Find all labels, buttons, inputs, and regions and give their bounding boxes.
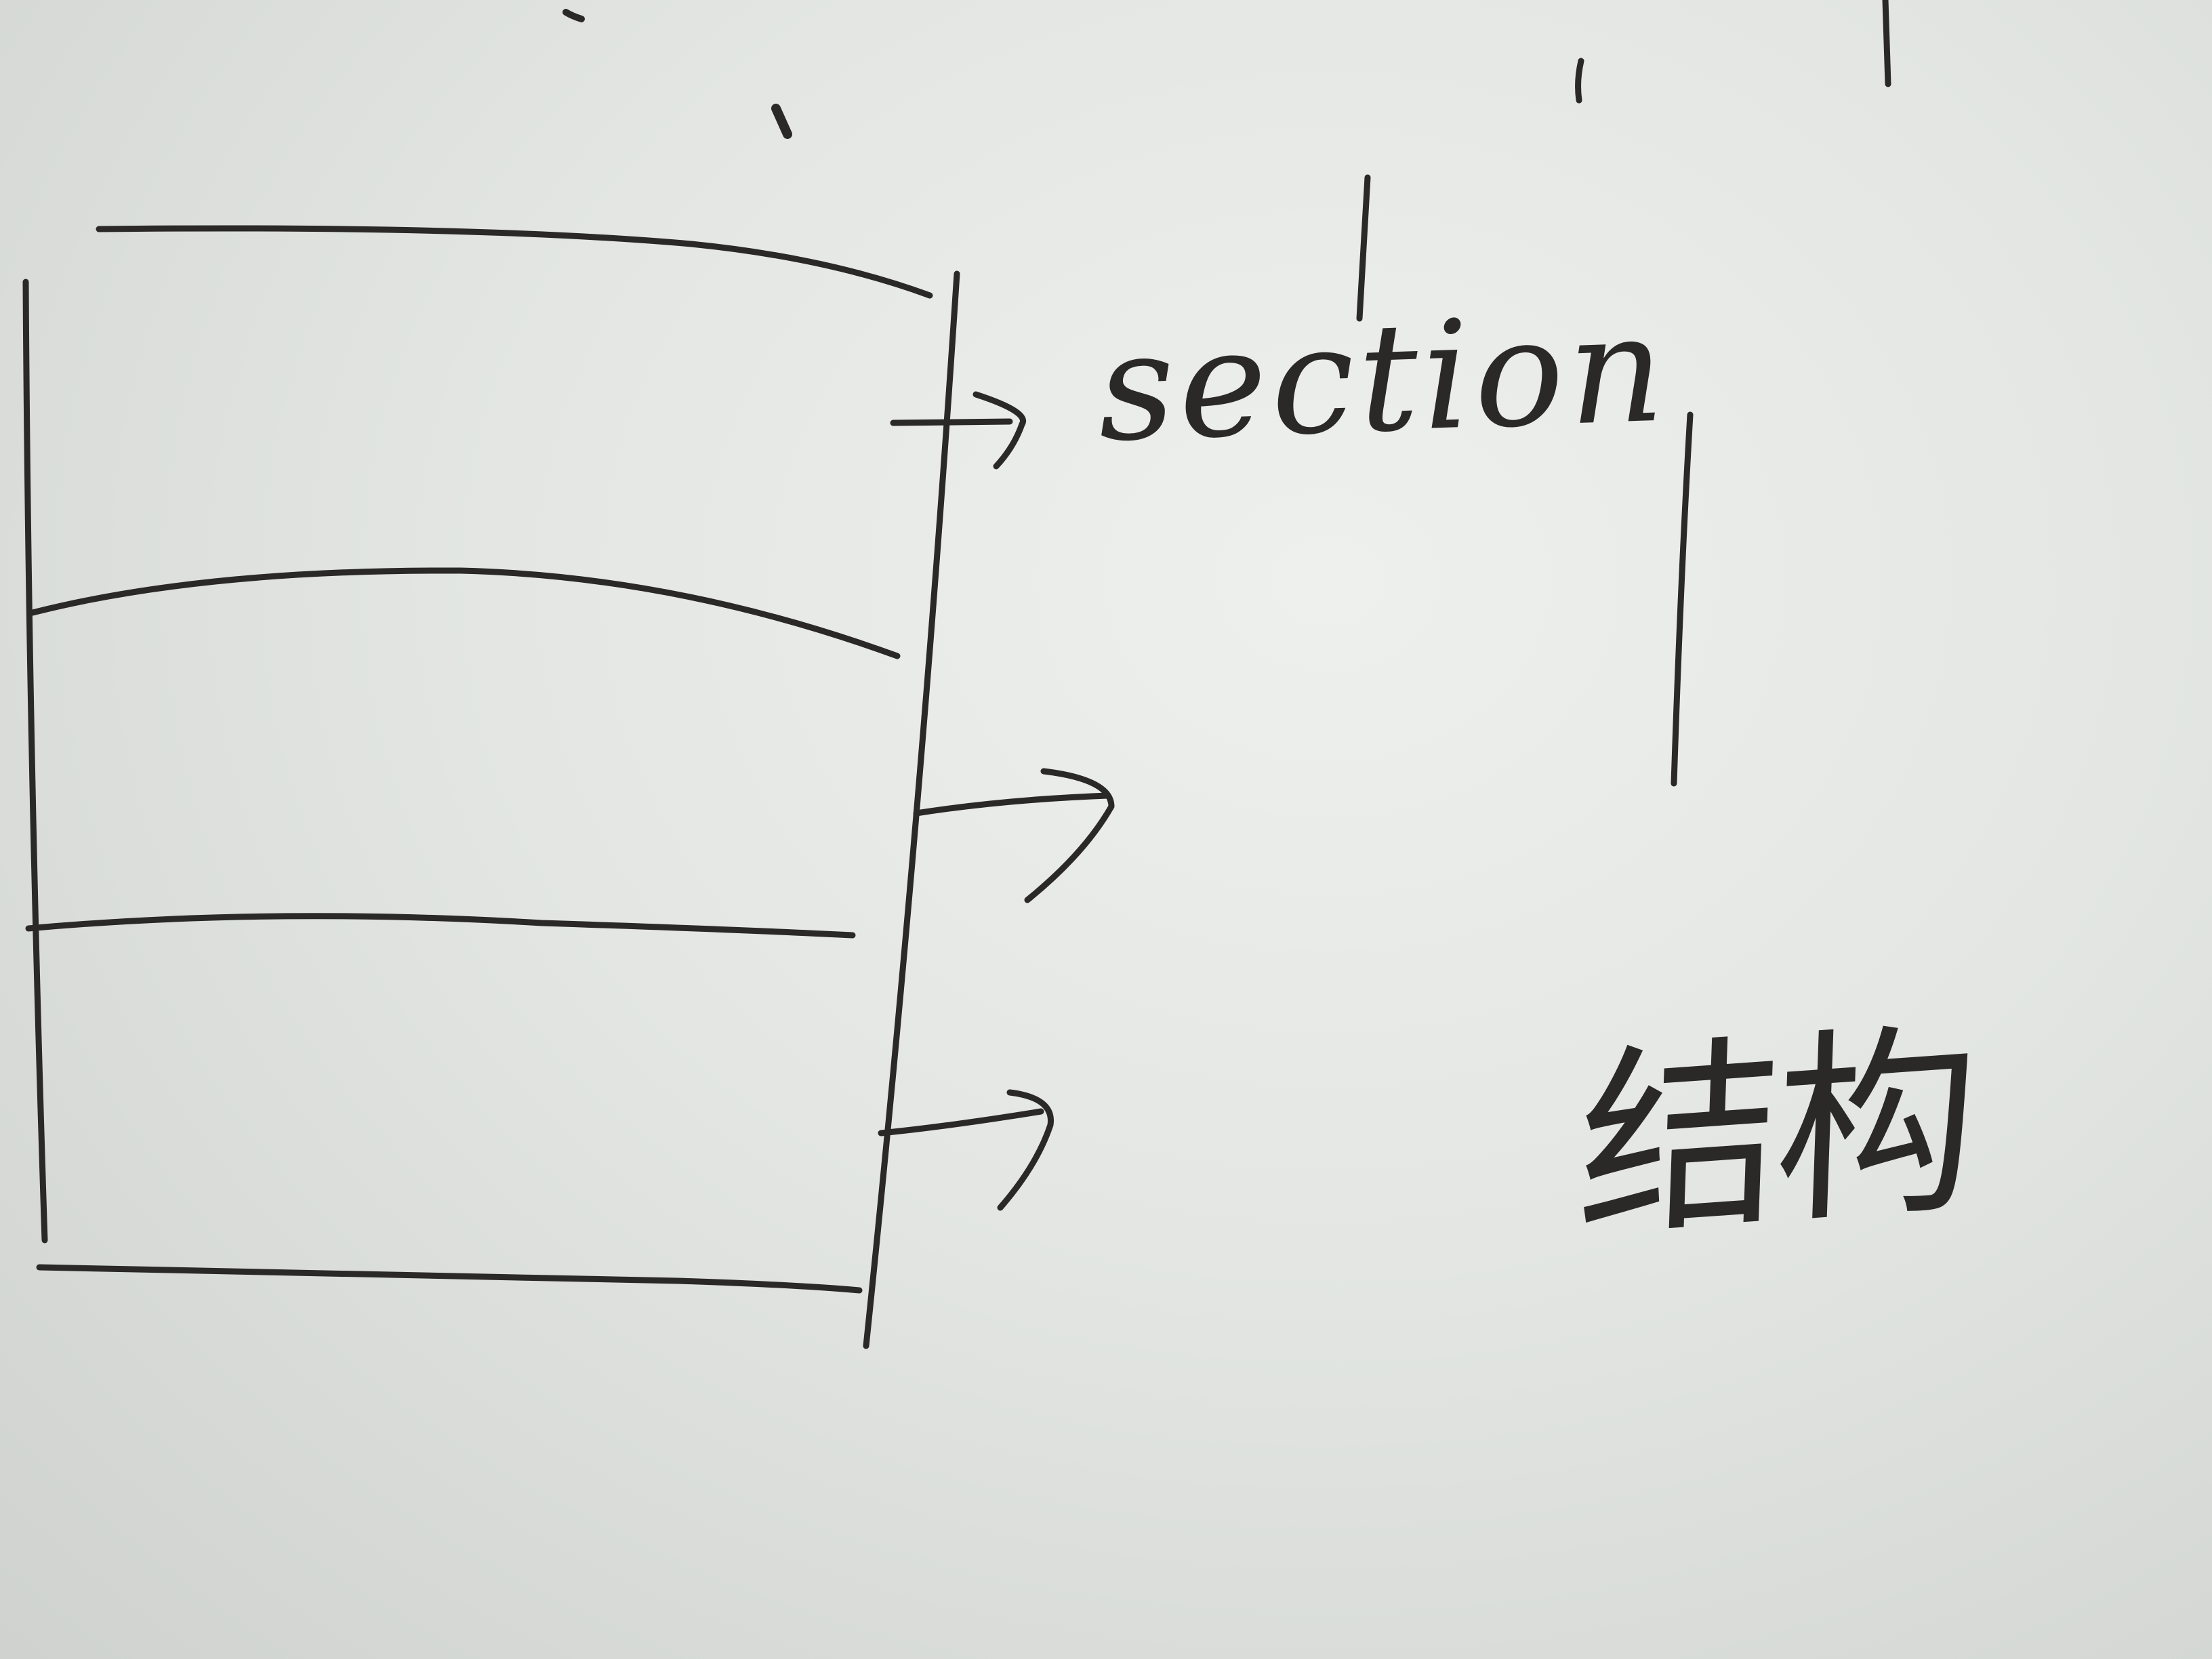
- separator-line: [1882, 0, 1891, 87]
- arrow-head: [1024, 768, 1115, 903]
- arrow-head: [972, 391, 1026, 470]
- structure-label: 结构: [1574, 1002, 1975, 1267]
- box-top-edge: [96, 225, 933, 299]
- arrow: [890, 418, 1013, 426]
- box-bottom-edge: [36, 1264, 863, 1294]
- ink-mark: [771, 104, 792, 139]
- arrow: [913, 792, 1111, 817]
- separator-line: [1671, 411, 1694, 787]
- box-left-edge: [22, 279, 48, 1244]
- arrow: [878, 1108, 1044, 1136]
- section-divider: [25, 913, 856, 939]
- section-divider: [29, 567, 901, 659]
- separator-line: [1356, 174, 1371, 322]
- section-label: section: [1094, 281, 1671, 475]
- separator-line: [1575, 58, 1584, 104]
- ink-mark: [562, 9, 585, 22]
- arrow-head: [997, 1089, 1054, 1211]
